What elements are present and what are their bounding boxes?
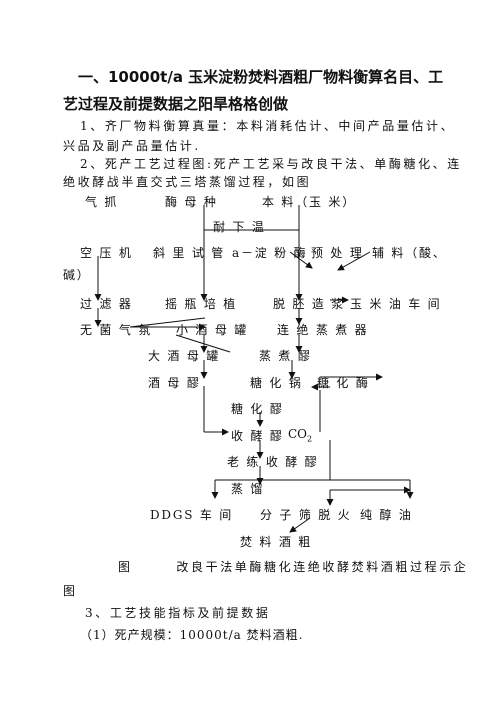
flow-node-fenzi-shai: 分 子 筛 脱 火 xyxy=(260,508,352,522)
paragraph-1-line2: 兴品及副产品量估计. xyxy=(63,139,201,153)
arrow-amylase xyxy=(289,251,313,269)
flow-node-dian-fen-mei: a－淀 粉 酶 xyxy=(232,246,308,260)
flow-node-fenliao-jiucu: 焚 料 酒 粗 xyxy=(240,535,313,549)
doc-title-line2: 艺过程及前提数据之阳旱格格创做 xyxy=(63,95,289,113)
flow-node-laolian-shoujiao-jiao: 老 练 收 酵 醪 xyxy=(227,455,319,469)
flow-node-yumi-you-chejian: 玉 米 油 车 间 xyxy=(350,297,442,311)
doc-title-line1: 一、10000t/a 玉米淀粉焚料酒粗厂物料衡算名目、工 xyxy=(78,68,444,86)
co2-subscript: 2 xyxy=(307,434,313,444)
paragraph-2-line2: 绝收酵战半直交式三塔蒸馏过程，如图 xyxy=(63,175,312,189)
figure-caption-line2: 图 xyxy=(63,584,78,598)
flow-node-ddgs: DDGS 车 间 xyxy=(150,508,234,522)
flow-node-fu-liao: 辅 料（酸、 xyxy=(372,246,447,260)
flow-node-co2: CO2 xyxy=(288,427,312,443)
flow-node-xie-li-shi-guan: 斜 里 试 管 xyxy=(153,246,226,260)
arrow-sieve-to-ethanol xyxy=(289,517,311,533)
flow-node-qi-lv: 气 抓 xyxy=(85,195,119,209)
flow-node-chun-chun-you: 纯 醇 油 xyxy=(360,508,413,522)
flow-node-jian: 碱） xyxy=(63,268,91,282)
flow-node-jiumu-jiao: 酒 母 醪 xyxy=(148,376,201,390)
flow-node-yu-chu-li: 预 处 理 xyxy=(311,246,364,260)
flow-node-yao-ping-pei-zhi: 摇 瓶 培 植 xyxy=(165,297,238,311)
flow-node-tuo-pei-zao-jiang: 脱 胚 造 浆 xyxy=(273,297,346,311)
paragraph-3: 3、工艺技能指标及前提数据 xyxy=(85,606,271,620)
flow-node-tanghua-guo: 糖 化 锅 xyxy=(250,376,303,390)
flow-node-kong-ya-ji: 空 压 机 xyxy=(80,246,133,260)
flow-node-shoujiao-jiao: 收 酵 醪 xyxy=(231,429,284,443)
line-sterile-air-diagonal xyxy=(129,317,206,328)
co2-text: CO xyxy=(288,427,308,441)
paragraph-1-line1: 1、齐厂物料衡算真量：本料消耗估计、中间产品量估计、 xyxy=(80,119,456,133)
figure-caption-line1: 图 改良干法单酶糖化连绝收酵焚料酒粗过程示企 xyxy=(118,560,469,574)
arrow-auxiliary xyxy=(337,251,371,271)
flow-node-guo-lv-qi: 过 滤 器 xyxy=(80,297,133,311)
flow-node-zhengliu: 蒸 馏 xyxy=(231,482,265,496)
line-cross-yeast xyxy=(175,334,231,353)
paragraph-2-line1: 2、死产工艺过程图:死产工艺采与改良干法、单酶糖化、连 xyxy=(80,157,462,171)
paragraph-4: （1）死产规模：10000t/a 焚料酒粗. xyxy=(80,628,304,642)
flow-node-ben-liao: 本 料（玉 米） xyxy=(262,195,357,209)
flow-node-jiao-mu-zhong: 酶 母 种 xyxy=(165,195,218,209)
flow-node-tanghua-jiao: 糖 化 醪 xyxy=(231,402,284,416)
flow-node-lianxiao-zhengzhuqi: 连 绝 蒸 煮 器 xyxy=(277,323,369,337)
